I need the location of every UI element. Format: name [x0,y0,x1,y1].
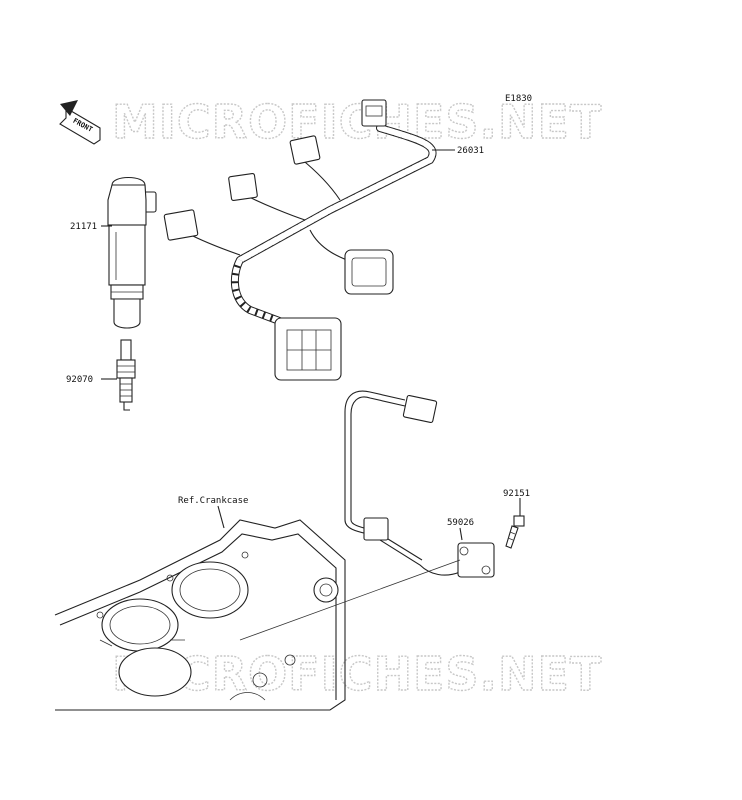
wiring-harness-icon [163,99,437,381]
ignition-coil-icon [107,176,157,329]
ref-crankcase-label: Ref.Crankcase [178,496,248,506]
part-number-59026: 59026 [447,518,474,528]
ref-code: E1830 [505,94,532,104]
part-number-92070: 92070 [66,375,93,385]
crankcase-icon [54,519,346,711]
watermark-bottom: MICROFICHES.NET [112,647,602,701]
part-number-92151: 92151 [503,489,530,499]
part-number-21171: 21171 [70,222,97,232]
part-number-26031: 26031 [457,146,484,156]
watermark-top: MICROFICHES.NET [112,95,602,149]
front-arrow-icon: FRONT [59,100,101,145]
spark-plug-icon [116,339,136,411]
pickup-sensor-icon [344,390,495,578]
bolt-icon [505,515,525,549]
